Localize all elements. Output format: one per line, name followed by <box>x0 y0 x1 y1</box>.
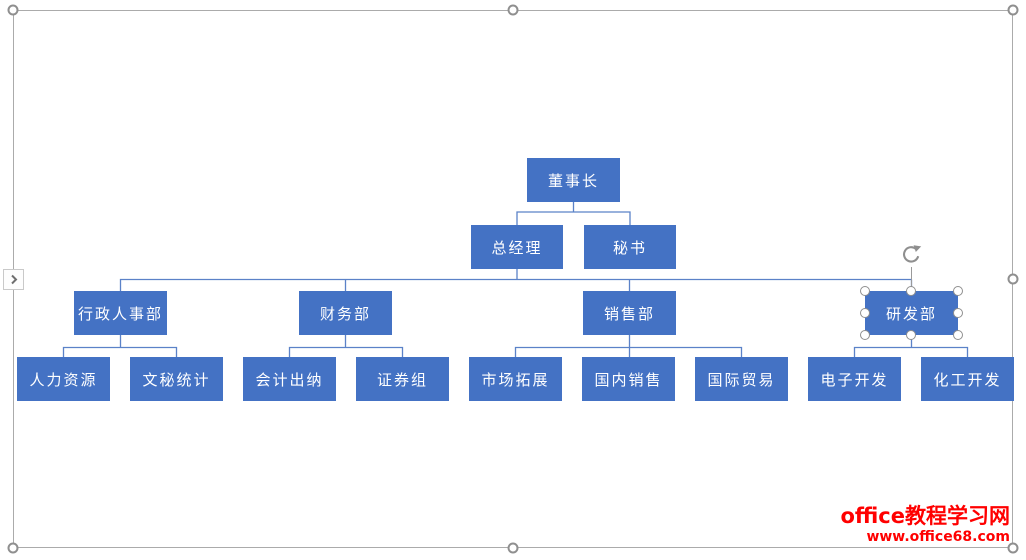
org-node-clerical-statistics[interactable]: 文秘统计 <box>130 357 223 401</box>
org-node-securities-group[interactable]: 证券组 <box>356 357 449 401</box>
frame-handle-top-middle[interactable] <box>507 4 519 16</box>
watermark: office教程学习网 www.office68.com <box>840 503 1010 545</box>
frame-handle-bottom-middle[interactable] <box>507 542 519 554</box>
rotate-clockwise-icon <box>903 245 922 263</box>
org-node-market-expansion[interactable]: 市场拓展 <box>469 357 562 401</box>
shape-resize-handle-middle-right[interactable] <box>953 308 963 318</box>
org-node-secretary[interactable]: 秘书 <box>584 225 676 269</box>
shape-resize-handle-top-left[interactable] <box>860 286 870 296</box>
org-node-rd-dept-selected[interactable]: 研发部 <box>865 291 958 335</box>
shape-resize-handle-top-middle[interactable] <box>906 286 916 296</box>
rotate-handle[interactable] <box>899 243 924 267</box>
text-pane-toggle-button[interactable] <box>3 269 24 290</box>
smartart-selection-frame <box>13 10 1013 548</box>
org-node-accounting-cashier[interactable]: 会计出纳 <box>243 357 336 401</box>
org-node-admin-hr-dept[interactable]: 行政人事部 <box>74 291 167 335</box>
org-node-sales-dept[interactable]: 销售部 <box>583 291 676 335</box>
shape-resize-handle-bottom-right[interactable] <box>953 330 963 340</box>
frame-handle-top-right[interactable] <box>1007 4 1019 16</box>
watermark-site-name: office教程学习网 <box>840 504 1010 528</box>
frame-handle-middle-right[interactable] <box>1007 273 1019 285</box>
frame-handle-top-left[interactable] <box>7 4 19 16</box>
org-node-general-manager[interactable]: 总经理 <box>471 225 563 269</box>
frame-handle-bottom-left[interactable] <box>7 542 19 554</box>
frame-handle-bottom-right[interactable] <box>1007 542 1019 554</box>
org-node-human-resources[interactable]: 人力资源 <box>17 357 110 401</box>
org-node-electronic-dev[interactable]: 电子开发 <box>808 357 901 401</box>
shape-resize-handle-top-right[interactable] <box>953 286 963 296</box>
org-node-international-trade[interactable]: 国际贸易 <box>695 357 788 401</box>
watermark-site-url: www.office68.com <box>866 529 1010 545</box>
org-node-finance-dept[interactable]: 财务部 <box>299 291 392 335</box>
org-node-domestic-sales[interactable]: 国内销售 <box>582 357 675 401</box>
shape-resize-handle-middle-left[interactable] <box>860 308 870 318</box>
org-node-chairman[interactable]: 董事长 <box>527 158 620 202</box>
chevron-right-icon <box>10 274 17 285</box>
shape-resize-handle-bottom-left[interactable] <box>860 330 870 340</box>
shape-resize-handle-bottom-middle[interactable] <box>906 330 916 340</box>
org-node-chemical-dev[interactable]: 化工开发 <box>921 357 1014 401</box>
